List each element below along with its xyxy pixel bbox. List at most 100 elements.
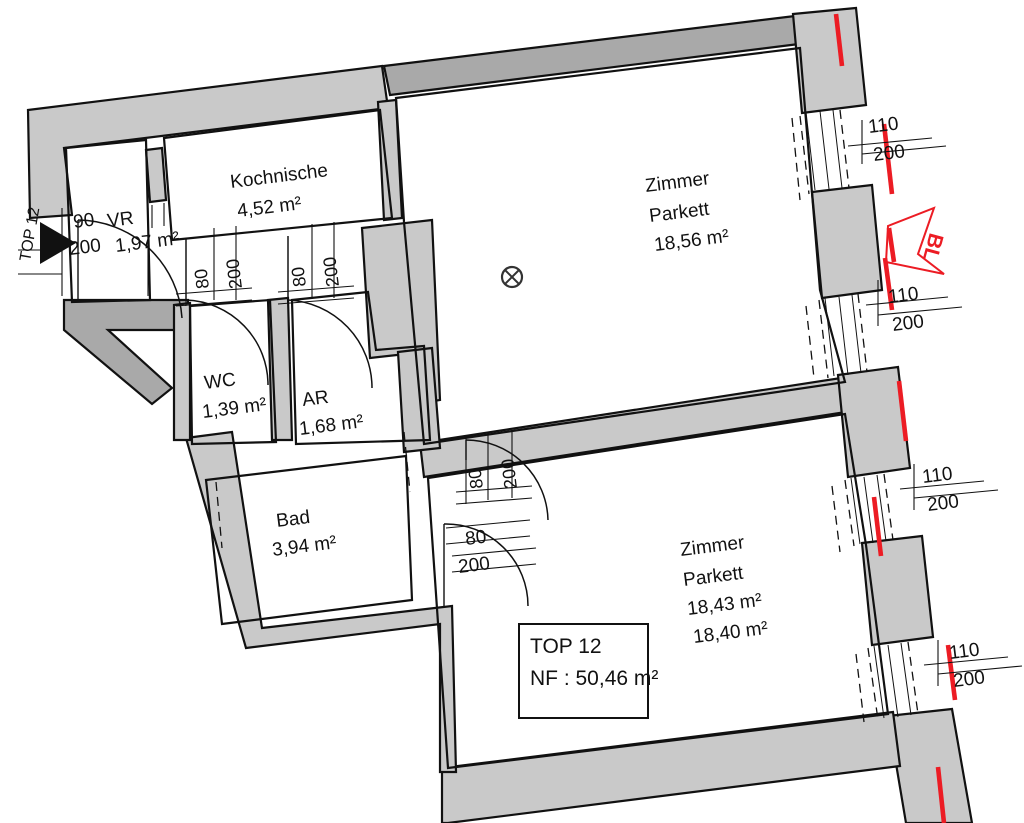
door-swing-ar (287, 299, 373, 389)
wall-nub-kitchen-right (376, 98, 404, 222)
window-dash-se-upper (844, 473, 894, 547)
vr-room-label: VR (106, 208, 135, 232)
wall-exterior-southwest (184, 430, 458, 774)
zimmer-upper-floor-label: Parkett (648, 199, 711, 227)
title-block-box (518, 623, 649, 719)
bad-label: Bad (275, 507, 311, 532)
outline-zimmer-upper (394, 46, 847, 446)
outline-zimmer-lower (426, 412, 890, 770)
door-swing-kitchen (465, 439, 549, 521)
door-swing-bad (443, 523, 529, 607)
outline-wc (188, 298, 278, 446)
wall-pier-east-lower (860, 534, 935, 647)
wall-mid-divider (418, 376, 848, 479)
red-mark-east-mid (896, 380, 909, 442)
dim-leader-ar (277, 222, 355, 305)
outline-ar (290, 290, 432, 446)
zimmer-upper-label: Zimmer (644, 168, 711, 197)
dim-leader-bad (445, 519, 537, 573)
vr-door-width-label: 90 (72, 210, 96, 233)
red-mark-south-corner (935, 766, 947, 823)
zimmer-lower-area-alt-label: 18,40 m² (692, 618, 769, 648)
window-ne-lower-width-label: 110 (887, 283, 920, 308)
window-glass-ne-upper (805, 109, 843, 191)
door-bad-height-label: 200 (457, 553, 491, 578)
red-mark-ne-lower (882, 257, 895, 311)
zimmer-lower-area-label: 18,43 m² (686, 590, 763, 620)
title-block-area-label: NF : 50,46 m² (530, 667, 658, 690)
red-mark-ne-upper (881, 123, 895, 195)
window-dash-ne-upper (799, 109, 850, 195)
wall-pier-northeast (791, 6, 868, 115)
wc-label: WC (203, 369, 237, 394)
room-outlines (64, 46, 890, 770)
zimmer-lower-floor-label: Parkett (682, 563, 745, 591)
ceiling-fixture-icon (500, 265, 524, 289)
wall-pier-east-upper (810, 183, 884, 300)
window-ne-lower-height-label: 200 (891, 311, 925, 336)
balcony-annotation (884, 206, 945, 275)
window-openings (799, 109, 919, 721)
balcony-bl-label: BL (918, 231, 948, 264)
window-glass-se-lower (873, 642, 912, 719)
red-mark-se-upper (871, 496, 884, 557)
bl-arrow-icon (884, 206, 945, 275)
wall-nub-wc-left (172, 301, 192, 442)
window-se-lower-height-label: 200 (952, 667, 986, 692)
ar-label: AR (301, 387, 330, 411)
dim-leader-kitchen (455, 430, 533, 505)
outline-bad (204, 454, 414, 626)
door-swing-entry (77, 219, 183, 319)
door-wc-width-label: 80 (191, 268, 213, 290)
wall-corner-southeast (886, 707, 974, 823)
outline-vr (64, 138, 152, 304)
wall-pier-east-mid (836, 365, 912, 479)
window-se-upper-width-label: 110 (921, 463, 954, 488)
vr-area-label: 1,97 m² (114, 228, 181, 257)
door-ar-height-label: 200 (319, 256, 343, 288)
window-ne-upper-height-label: 200 (872, 141, 906, 166)
entrance-arrow-icon (40, 222, 76, 264)
door-kitchen-width-label: 80 (465, 468, 487, 490)
door-kitchen-height-label: 200 (497, 458, 521, 490)
window-ne-upper-width-label: 110 (867, 113, 900, 138)
zimmer-upper-area-label: 18,56 m² (653, 226, 730, 256)
door-bad-width-label: 80 (464, 527, 488, 550)
dim-leader-window-ne-lower (865, 280, 963, 326)
outline-kochnische (162, 108, 394, 242)
dim-leader-window-ne-upper (847, 120, 947, 164)
entrance-top-label: TOP 12 (17, 206, 43, 263)
zimmer-lower-label: Zimmer (679, 532, 746, 561)
wc-area-label: 1,39 m² (201, 394, 268, 423)
bl-red-tick (886, 227, 897, 263)
ar-area-label: 1,68 m² (298, 411, 365, 440)
dim-leader-window-se-upper (899, 464, 999, 510)
window-se-upper-height-label: 200 (926, 491, 960, 516)
door-swings (77, 219, 549, 608)
door-swing-wc (185, 299, 269, 386)
dim-leader-window-se-lower (923, 640, 1023, 686)
wall-exterior-south (440, 710, 902, 823)
kochnische-label: Kochnische (229, 160, 329, 193)
door-ar-width-label: 80 (288, 266, 310, 288)
wall-exterior-northwest (26, 64, 390, 220)
dimension-leaders (18, 117, 1023, 723)
vr-door-height-label: 200 (68, 235, 102, 260)
bad-area-label: 3,94 m² (271, 532, 338, 561)
dim-tick-kitchen-nub (151, 203, 165, 228)
window-dash-ne-lower (818, 293, 868, 379)
window-dash-se-lower (867, 641, 919, 721)
door-wc-height-label: 200 (222, 258, 246, 290)
wall-entrance-nose (62, 298, 190, 406)
wall-edge-dash-interior (215, 431, 411, 549)
wall-nub-kitchen-divider (144, 146, 168, 204)
window-se-lower-width-label: 110 (948, 639, 981, 664)
window-glass-ne-lower (824, 294, 862, 377)
red-mark-ne-corner (833, 13, 845, 67)
kochnische-area-label: 4,52 m² (236, 193, 303, 222)
title-block-unit-label: TOP 12 (530, 635, 602, 658)
wall-edge-dash-east (791, 117, 865, 723)
window-glass-se-upper (850, 474, 887, 545)
dim-leader-wc (175, 226, 253, 307)
